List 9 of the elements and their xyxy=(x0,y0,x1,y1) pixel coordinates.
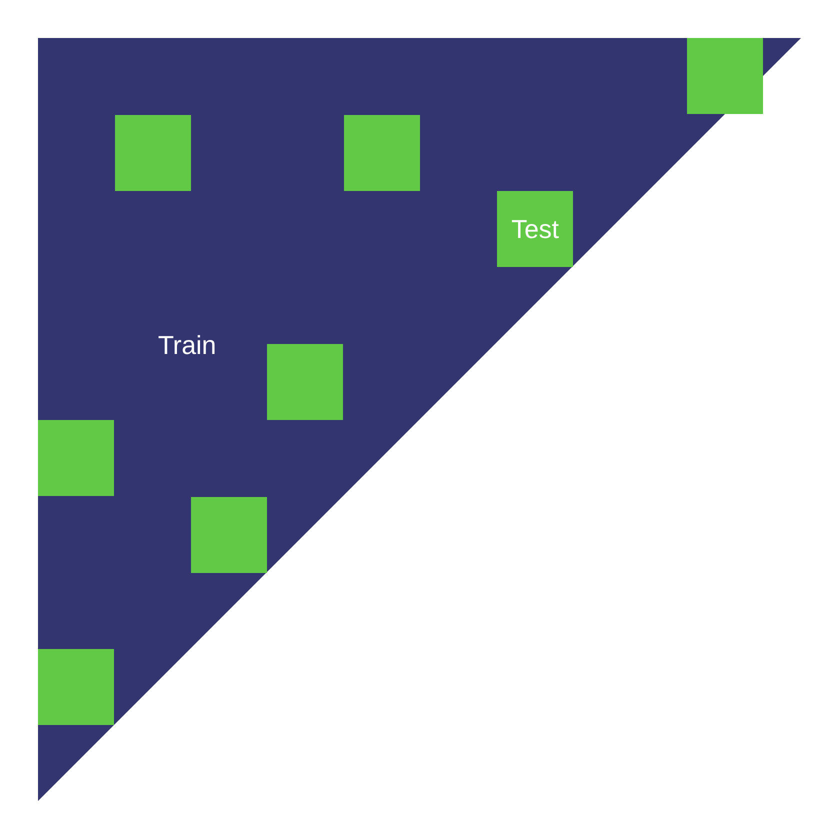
square-block xyxy=(115,115,192,192)
region-label: Train xyxy=(158,330,216,361)
square-block xyxy=(687,38,764,114)
square-block xyxy=(38,649,114,726)
square-block xyxy=(191,497,268,574)
square-block xyxy=(267,344,344,420)
labeled-square: Test xyxy=(497,191,574,268)
square-block xyxy=(38,420,114,496)
square-block xyxy=(344,115,420,192)
